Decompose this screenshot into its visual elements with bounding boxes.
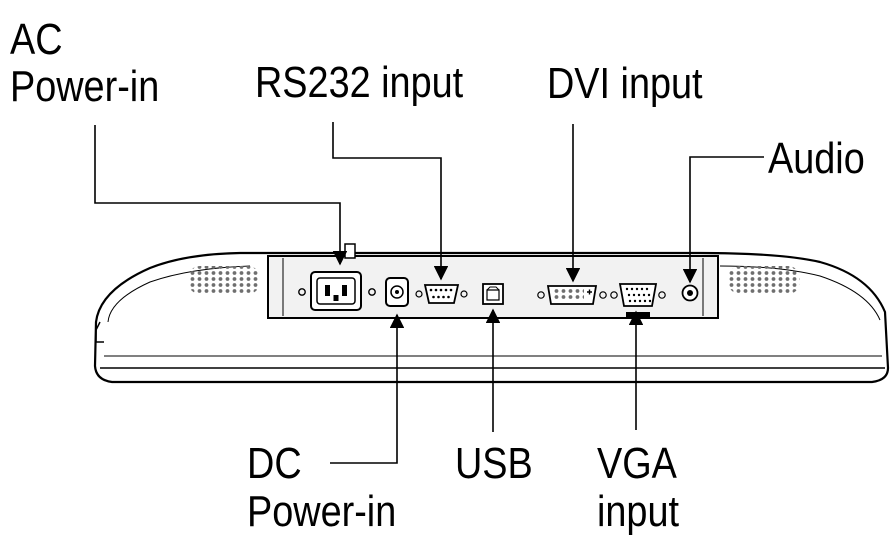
right-speaker-vent: [728, 266, 800, 294]
screw-hole-right: [368, 288, 376, 296]
dvi-label: DVI input: [547, 58, 703, 107]
audio-leader: [682, 156, 764, 284]
rs232-label: RS232 input: [255, 57, 464, 106]
ac-power-leader: [94, 125, 348, 266]
dc-power-label-line1: DC: [247, 438, 302, 487]
dc-power-label-line2: Power-in: [247, 486, 396, 535]
vga-label-line2: input: [597, 486, 680, 535]
usb-label: USB: [455, 438, 533, 487]
audio-label: Audio: [768, 133, 865, 182]
rs232-leader: [332, 122, 449, 281]
left-speaker-vent: [188, 266, 260, 294]
dvi-port: [537, 285, 607, 305]
screw-hole-left: [298, 288, 306, 296]
dc-power-leader: [330, 313, 405, 464]
rs232-port: [415, 284, 468, 304]
ac-power-socket: [310, 271, 362, 311]
ac-power-label-line1: AC: [10, 14, 63, 63]
ac-power-label-line2: Power-in: [10, 61, 159, 110]
vga-label-line1: VGA: [597, 438, 677, 487]
dc-power-jack: [385, 277, 409, 307]
usb-port: [482, 283, 504, 305]
audio-jack: [681, 284, 699, 302]
